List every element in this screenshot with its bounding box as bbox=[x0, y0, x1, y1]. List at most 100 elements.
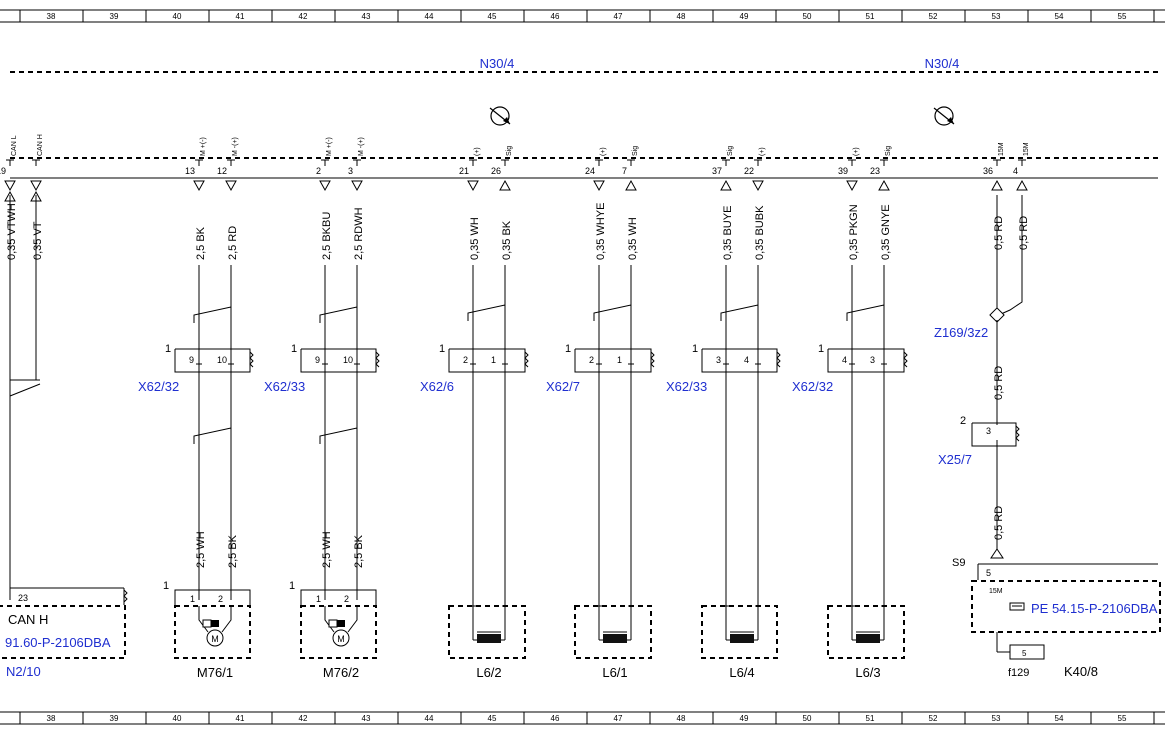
ruler-number: 47 bbox=[614, 12, 623, 21]
pin-signal: Sig bbox=[885, 146, 892, 156]
connector-position: 1 bbox=[818, 343, 824, 355]
ruler-number: 46 bbox=[551, 12, 560, 21]
pin-signal: Sig bbox=[727, 146, 734, 156]
connector-label: X62/32 bbox=[138, 379, 179, 394]
connector-pin-right: 10 bbox=[343, 355, 353, 365]
ruler-number: 53 bbox=[992, 714, 1001, 723]
top-pin: (+)39 bbox=[838, 147, 860, 192]
ruler-number: 51 bbox=[866, 12, 875, 21]
pin-number: 13 bbox=[185, 166, 195, 176]
pin-number: 19 bbox=[0, 166, 6, 176]
ruler-number: 40 bbox=[173, 12, 182, 21]
ruler-number: 53 bbox=[992, 12, 1001, 21]
connector-pin-left: 3 bbox=[716, 355, 721, 365]
ruler-number: 46 bbox=[551, 714, 560, 723]
top-pin: CAN H bbox=[30, 134, 44, 202]
motor-position: 1 bbox=[163, 580, 169, 592]
top-pin: M +(-)2 bbox=[316, 137, 333, 192]
ruler-number: 45 bbox=[488, 714, 497, 723]
connector-pin-left: 9 bbox=[315, 355, 320, 365]
s9-label: S9 bbox=[952, 557, 965, 569]
ruler-number: 55 bbox=[1118, 12, 1127, 21]
wire-label-upper: 0,35 WHYE bbox=[595, 203, 607, 260]
wire-label-lower: 2,5 WH bbox=[195, 531, 207, 568]
motor-icon bbox=[332, 629, 350, 647]
ruler-number: 38 bbox=[47, 714, 56, 723]
lamp-component: L6/1 bbox=[574, 605, 652, 680]
s9-pin: 5 bbox=[986, 568, 991, 578]
wire-label-upper: 0,35 WH bbox=[627, 217, 639, 260]
pin-signal: M -(+) bbox=[232, 137, 239, 156]
wire-label-upper: 2,5 RD bbox=[227, 226, 239, 260]
pe-ref-right[interactable]: PE 54.15-P-2106DBA bbox=[1031, 601, 1158, 616]
top-pin: (+)24 bbox=[585, 147, 607, 192]
pin-number: 37 bbox=[712, 166, 722, 176]
wire-label-upper: 0,35 BK bbox=[501, 220, 513, 260]
ruler-number: 50 bbox=[803, 714, 812, 723]
left-edge-component: N2/10 bbox=[6, 664, 41, 679]
fuse-pin: 5 bbox=[1022, 649, 1027, 658]
pin-signal: M -(+) bbox=[358, 137, 365, 156]
twist-mark bbox=[319, 306, 358, 323]
pe-ref-left[interactable]: 91.60-P-2106DBA bbox=[5, 635, 111, 650]
wire-label-lower: 2,5 WH bbox=[321, 531, 333, 568]
motor-label: M76/2 bbox=[323, 665, 359, 680]
lamp-label: L6/1 bbox=[602, 665, 627, 680]
left-edge-signal: CAN H bbox=[8, 612, 48, 627]
lamp-label: L6/3 bbox=[855, 665, 880, 680]
sensor-symbol-right bbox=[933, 106, 955, 126]
motor-pin2: 2 bbox=[344, 594, 349, 604]
wire-label-upper: 0,5 RD bbox=[1018, 216, 1030, 250]
connector-pin-right: 3 bbox=[870, 355, 875, 365]
wire-label-upper: 2,5 RDWH bbox=[353, 207, 365, 260]
ruler-number: 48 bbox=[677, 12, 686, 21]
twist-mark bbox=[193, 306, 232, 323]
pin-number: 2 bbox=[316, 166, 321, 176]
motor-icon-letter: M bbox=[337, 634, 345, 644]
sensor-symbol-left bbox=[489, 106, 511, 126]
connector-label: X62/33 bbox=[666, 379, 707, 394]
relay-label: K40/8 bbox=[1064, 664, 1098, 679]
top-pin: M -(+)3 bbox=[348, 137, 365, 192]
wire-label-upper: 0,35 BUBK bbox=[754, 205, 766, 260]
motor-label: M76/1 bbox=[197, 665, 233, 680]
left-edge-module: 23 CAN H 91.60-P-2106DBA N2/10 bbox=[0, 379, 128, 679]
wire-label-upper: 2,5 BK bbox=[195, 226, 207, 260]
twist-mark bbox=[319, 427, 358, 444]
pin-number: 39 bbox=[838, 166, 848, 176]
fuse-symbol bbox=[1009, 644, 1045, 660]
top-pin: CAN L19 bbox=[0, 135, 18, 202]
ruler-number: 52 bbox=[929, 714, 938, 723]
lamp-icon bbox=[856, 634, 880, 643]
pin-signal: 15M bbox=[1023, 142, 1030, 156]
pin-signal: (+) bbox=[474, 147, 481, 156]
ruler-number: 43 bbox=[362, 12, 371, 21]
lamp-icon bbox=[730, 634, 754, 643]
top-pin: (+)21 bbox=[459, 147, 481, 192]
ruler-number: 49 bbox=[740, 714, 749, 723]
motor-icon-letter: M bbox=[211, 634, 219, 644]
wire-label-right-a: 0,5 RD bbox=[993, 366, 1005, 400]
connector-pin-right: 1 bbox=[491, 355, 496, 365]
pin-number: 36 bbox=[983, 166, 993, 176]
wire-label-right-b: 0,5 RD bbox=[993, 506, 1005, 540]
wire-label-lower: 2,5 BK bbox=[227, 534, 239, 568]
top-pin: M -(+)12 bbox=[217, 137, 239, 192]
ruler-number: 40 bbox=[173, 714, 182, 723]
connector-position: 1 bbox=[439, 343, 445, 355]
ruler-number: 42 bbox=[299, 714, 308, 723]
connector-position: 1 bbox=[165, 343, 171, 355]
pointing-hand-icon bbox=[1009, 602, 1025, 611]
top-pin: (+)22 bbox=[744, 147, 766, 192]
ruler-number: 54 bbox=[1055, 714, 1064, 723]
motor-pin1: 1 bbox=[316, 594, 321, 604]
ruler-number: 47 bbox=[614, 714, 623, 723]
pin-signal: 15M bbox=[998, 142, 1005, 156]
